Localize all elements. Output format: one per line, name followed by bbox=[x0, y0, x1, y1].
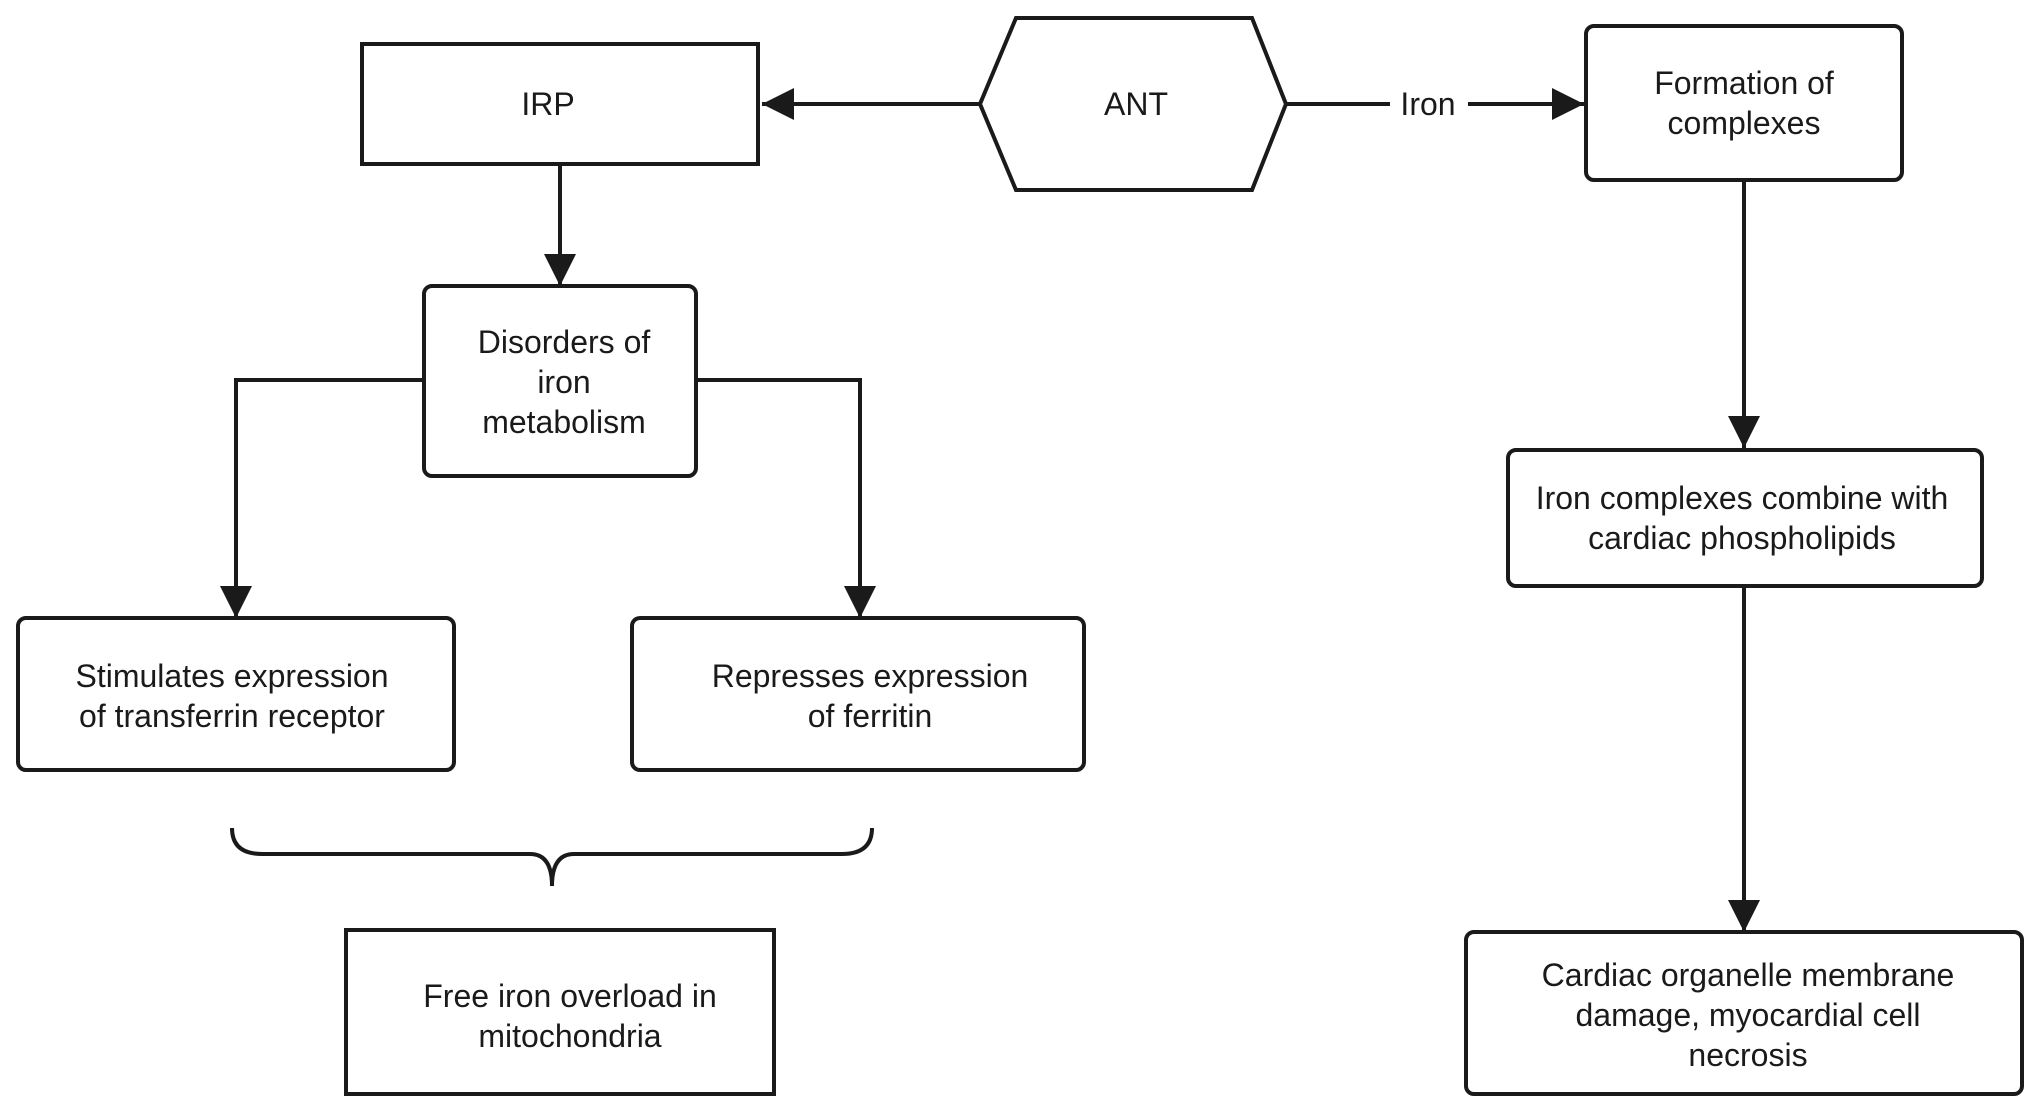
node-label-line: mitochondria bbox=[478, 1018, 661, 1054]
node-label-line: Stimulates expression bbox=[75, 658, 388, 694]
node-label-line: IRP bbox=[521, 86, 574, 122]
node-label-line: metabolism bbox=[482, 404, 646, 440]
node-label-line: of ferritin bbox=[808, 698, 932, 734]
node-label-line: Represses expression bbox=[712, 658, 1029, 694]
node-stimulates: Stimulates expression of transferrin rece… bbox=[16, 616, 456, 772]
arrow-disorders-to-stimulates bbox=[220, 378, 424, 618]
edge-label-iron: Iron bbox=[1400, 86, 1455, 122]
node-label-line: Disorders of bbox=[478, 324, 651, 360]
node-disorders: Disorders of iron metabolism bbox=[422, 284, 698, 478]
node-formation: Formation of complexes bbox=[1584, 24, 1904, 182]
node-label-line: necrosis bbox=[1688, 1037, 1807, 1073]
node-label-line: ANT bbox=[1104, 86, 1168, 122]
node-label-line: damage, myocardial cell bbox=[1575, 997, 1920, 1033]
node-ant-text: ANT bbox=[1104, 86, 1168, 122]
node-label-line: Iron complexes combine with bbox=[1536, 480, 1949, 516]
node-represses: Represses expression of ferritin bbox=[630, 616, 1086, 772]
node-irp-text: IRP bbox=[521, 86, 574, 122]
node-iron-complexes: Iron complexes combine with cardiac phosp… bbox=[1506, 448, 1984, 588]
node-damage: Cardiac organelle membrane damage, myocar… bbox=[1464, 930, 2024, 1096]
node-damage-text: Cardiac organelle membrane damage, myocar… bbox=[1542, 957, 1955, 1073]
node-iron-complexes-text: Iron complexes combine with cardiac phosp… bbox=[1536, 480, 1949, 556]
node-label-line: iron bbox=[537, 364, 590, 400]
node-formation-text: Formation of complexes bbox=[1654, 65, 1834, 141]
node-stimulates-text: Stimulates expression of transferrin rece… bbox=[75, 658, 388, 734]
node-free-iron-text: Free iron overload in mitochondria bbox=[423, 978, 716, 1054]
node-ant: ANT bbox=[977, 16, 1289, 192]
node-label-line: complexes bbox=[1668, 105, 1821, 141]
node-label-line: of transferrin receptor bbox=[79, 698, 385, 734]
node-label-line: Free iron overload in bbox=[423, 978, 716, 1014]
node-free-iron: Free iron overload in mitochondria bbox=[344, 928, 776, 1096]
grouping-brace bbox=[230, 827, 874, 887]
node-irp: IRP bbox=[360, 42, 760, 166]
arrow-disorders-to-represses bbox=[696, 378, 876, 618]
node-label-line: Formation of bbox=[1654, 65, 1834, 101]
node-label-line: cardiac phospholipids bbox=[1588, 520, 1896, 556]
node-disorders-text: Disorders of iron metabolism bbox=[478, 324, 651, 440]
node-label-line: Cardiac organelle membrane bbox=[1542, 957, 1955, 993]
node-represses-text: Represses expression of ferritin bbox=[712, 658, 1029, 734]
